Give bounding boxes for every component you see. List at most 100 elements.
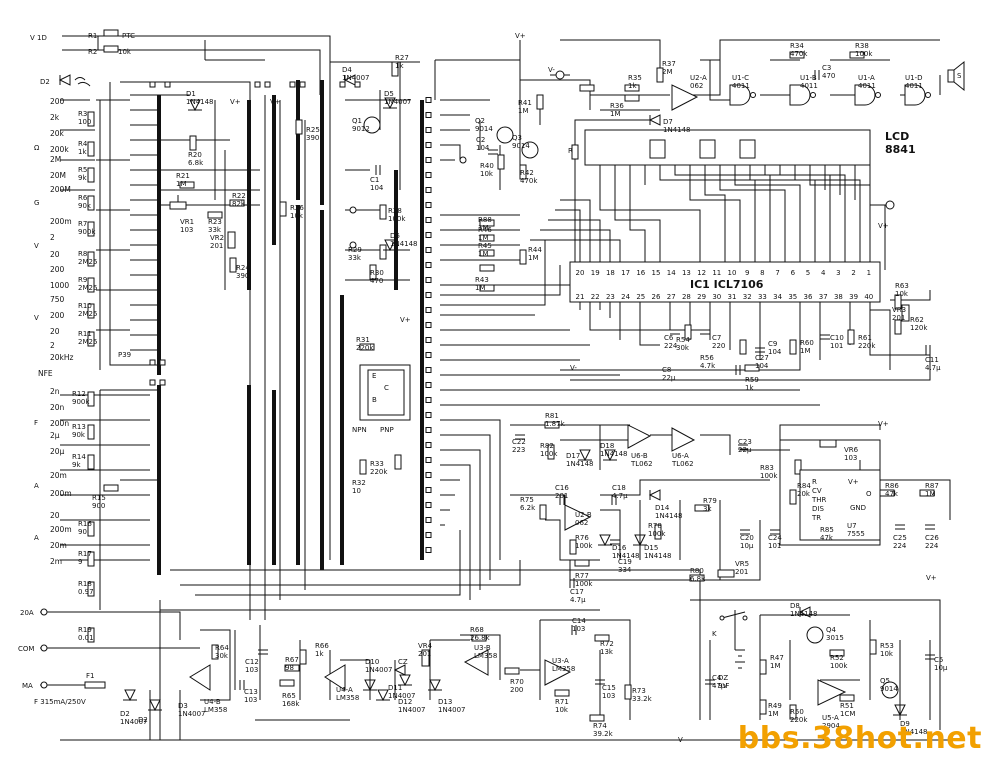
capacitors-value: 103	[245, 666, 258, 674]
ics-ref: U6-A	[672, 452, 689, 460]
ic1-pin-bottom: 40	[864, 293, 873, 301]
resistors-value: 9	[78, 558, 82, 566]
resistors-ref: R67	[285, 656, 299, 664]
diodes-ref: D11	[388, 684, 402, 692]
vminus-marker: V-	[570, 364, 577, 372]
diodes-ref: D14	[655, 504, 670, 512]
ic1-pin-bottom: 26	[652, 293, 661, 301]
ic1-pin-top: 13	[682, 269, 691, 277]
switch-contact	[425, 427, 432, 433]
diodes-value: 1N4148	[790, 610, 818, 618]
resistors-ref: R21	[176, 172, 190, 180]
resistors-value: 100k	[855, 50, 873, 58]
resistors-ref: R35	[628, 74, 642, 82]
ics-ref: U2-B	[575, 511, 592, 519]
resistors-ref: R45	[478, 242, 492, 250]
ic1-pin-top: 10	[728, 269, 737, 277]
transistors-ref: Q1	[352, 117, 362, 125]
resistors-ref: R3	[78, 110, 87, 118]
resistors-value: 900	[92, 502, 105, 510]
resistors-ref: R61	[858, 334, 872, 342]
switch-contact	[354, 81, 361, 88]
resistors-value: 900k	[72, 398, 90, 406]
diodes-value: 1N4148	[186, 98, 214, 106]
resistors-ref: R63	[895, 282, 909, 290]
ics-value: LM358	[336, 694, 359, 702]
resistors-ref: R5	[78, 166, 87, 174]
resistors-value: 100k	[648, 530, 666, 538]
resistors-ref: R41	[518, 99, 532, 107]
resistors-value: 200	[510, 686, 523, 694]
vplus-marker: V+	[270, 98, 281, 106]
transistors-value: 3015	[826, 634, 844, 642]
pots-ref: VR3	[892, 306, 906, 314]
switch-contact	[254, 81, 261, 88]
switch-contact	[425, 367, 432, 373]
diodes-value: 1N4148	[655, 512, 683, 520]
resistors-value: 2M25	[78, 338, 97, 346]
part-labels: R3100R41kR59kR690kR7900kR82M25R92M25R102…	[72, 42, 948, 738]
range-label: 2μ	[50, 431, 60, 440]
capacitors-value: 220	[712, 342, 725, 350]
capacitors-value: 10μ	[740, 542, 754, 550]
resistors-value: 90	[78, 528, 87, 536]
resistors-value: 100	[78, 118, 91, 126]
resistors-value: 33k	[208, 226, 222, 234]
resistors-ref: R27	[395, 54, 409, 62]
resistors-value: 1M	[925, 490, 936, 498]
lcd-frame	[584, 129, 871, 166]
capacitors-value: 103	[602, 692, 615, 700]
range-label: 750	[50, 295, 65, 304]
vminus-marker: V-	[678, 736, 685, 744]
switch-contact	[425, 202, 432, 208]
resistors-ref: R16	[78, 520, 92, 528]
resistors-ref: R31	[356, 336, 370, 344]
fuse-rating: F 315mA/250V	[34, 698, 86, 706]
switch-contact	[425, 322, 432, 328]
range-label: 2k	[50, 113, 60, 122]
wiring	[40, 35, 951, 741]
diodes-ref: CZ	[398, 658, 408, 666]
resistors-value: 13k	[600, 648, 614, 656]
range-label: 200	[50, 97, 65, 106]
ics-value: LM358	[552, 665, 575, 673]
resistors-value: 47k	[820, 534, 834, 542]
switch-contact	[149, 379, 156, 386]
diodes-value: 1N4007	[398, 706, 426, 714]
resistors-ref: R49	[768, 702, 782, 710]
range-label: 20	[50, 511, 60, 520]
capacitors-ref: C16	[555, 484, 569, 492]
ics-value: LM358	[204, 706, 227, 714]
capacitors-ref: C19	[618, 558, 632, 566]
ics-ref: U2-A	[690, 74, 707, 82]
ic1-pin-bottom: 25	[636, 293, 645, 301]
capacitors-ref: C4	[712, 674, 722, 682]
u7-pin-cv: CV	[812, 487, 822, 495]
resistors-ref: R47	[770, 654, 784, 662]
resistors-value: 6.8k	[690, 575, 706, 583]
resistors-value: 1M	[478, 234, 489, 242]
capacitors-value: 104	[370, 184, 384, 192]
capacitors-value: 4.7μ	[925, 364, 941, 372]
switch-contact	[425, 382, 432, 388]
resistors-value: 100k	[540, 450, 558, 458]
resistors-value: 390k	[306, 134, 324, 142]
capacitors-value: 101	[830, 342, 843, 350]
u7-pin-vplus: V+	[848, 478, 859, 486]
r1-value: PTC	[122, 32, 135, 40]
resistors-ref: R78	[648, 522, 662, 530]
resistors-value: 20k	[797, 490, 811, 498]
switch-contact	[425, 247, 432, 253]
range-label: 200M	[50, 185, 71, 194]
resistors-ref: R26	[290, 204, 304, 212]
resistors-ref: R88	[478, 216, 492, 224]
diodes-value: 1N4148	[663, 126, 691, 134]
resistors-ref: R60	[800, 339, 814, 347]
lcd-model: 8841	[885, 143, 916, 156]
pots-value: 201	[892, 314, 905, 322]
pots-value: 201	[735, 568, 748, 576]
switch-contact	[425, 157, 432, 163]
resistors-ref: R80	[690, 567, 704, 575]
resistors-ref: R37	[662, 60, 676, 68]
diodes-ref: D2	[120, 710, 130, 718]
